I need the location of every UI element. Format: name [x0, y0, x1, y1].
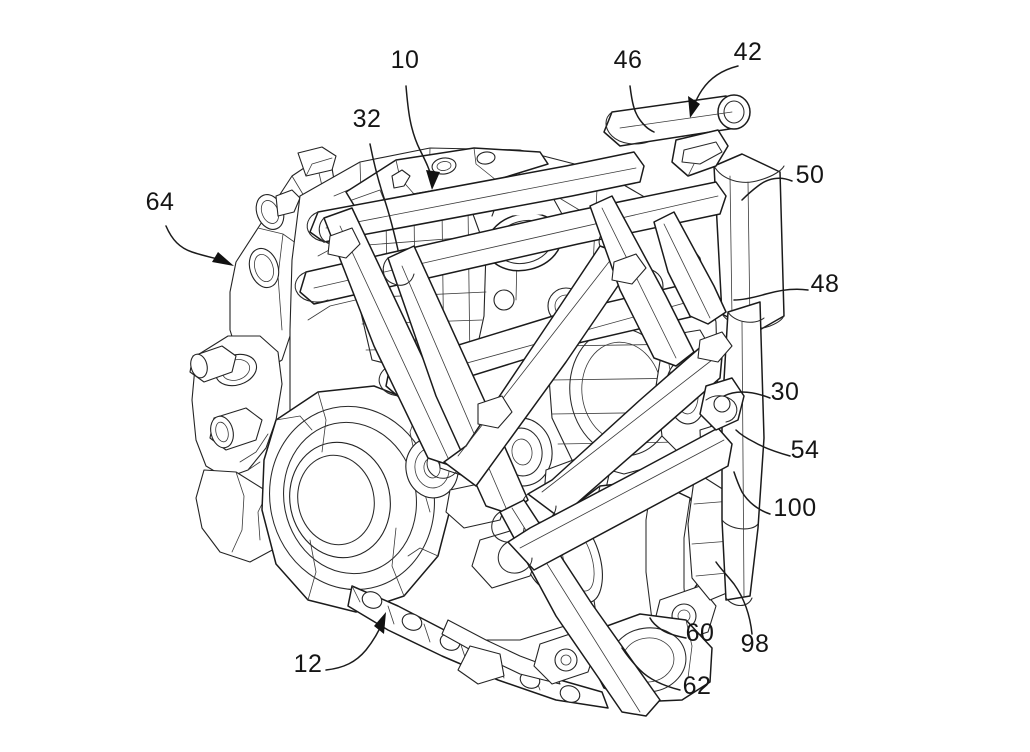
reference-numeral-46: 46	[614, 46, 643, 74]
arrowhead-42	[688, 96, 700, 118]
reference-numeral-42: 42	[734, 38, 763, 66]
frame-junction-gussets	[327, 227, 733, 429]
clutch-cover-circular	[261, 385, 453, 613]
reference-numeral-10: 10	[391, 46, 420, 74]
leader-60	[649, 617, 687, 639]
valve-cover	[345, 147, 549, 213]
leader-42	[693, 65, 739, 107]
leader-54	[735, 429, 791, 457]
reference-numeral-labels: 10 32 46 42 50 48 30 54 100 98 60 62 64 12	[146, 38, 840, 700]
reference-numeral-54: 54	[791, 436, 820, 464]
truss-diagonal-c	[589, 195, 695, 367]
leader-98	[715, 561, 753, 635]
reference-numeral-60: 60	[686, 619, 715, 647]
reference-numeral-62: 62	[683, 672, 712, 700]
engine-mount-bracket	[699, 377, 745, 431]
arrowhead-10	[426, 170, 440, 190]
reference-numeral-100: 100	[773, 494, 816, 522]
reference-numeral-50: 50	[796, 161, 825, 189]
leader-32	[369, 143, 399, 251]
reference-numeral-30: 30	[771, 378, 800, 406]
upper-frame-tube	[603, 94, 751, 147]
lower-right-diagonal-tube	[497, 427, 733, 574]
top-rail-tube	[306, 151, 645, 243]
leader-50	[741, 177, 793, 201]
reference-numeral-48: 48	[811, 270, 840, 298]
left-engine-casing	[189, 335, 283, 563]
arrowhead-12	[374, 612, 386, 634]
reference-numeral-64: 64	[146, 188, 175, 216]
leader-100	[733, 471, 771, 515]
leader-30	[723, 391, 771, 399]
arrowhead-64	[212, 252, 234, 266]
trellis-frame	[294, 94, 785, 717]
reference-leaders	[165, 65, 809, 691]
reference-numeral-12: 12	[294, 650, 323, 678]
truss-diagonal-e	[653, 211, 727, 325]
reference-numeral-32: 32	[353, 105, 382, 133]
leader-12	[325, 623, 383, 671]
crankcase-lower	[347, 585, 609, 709]
reference-numeral-98: 98	[741, 630, 770, 658]
leader-48	[733, 288, 809, 301]
head-gusset	[671, 129, 729, 177]
leader-46	[629, 85, 655, 133]
leader-62	[621, 647, 681, 691]
